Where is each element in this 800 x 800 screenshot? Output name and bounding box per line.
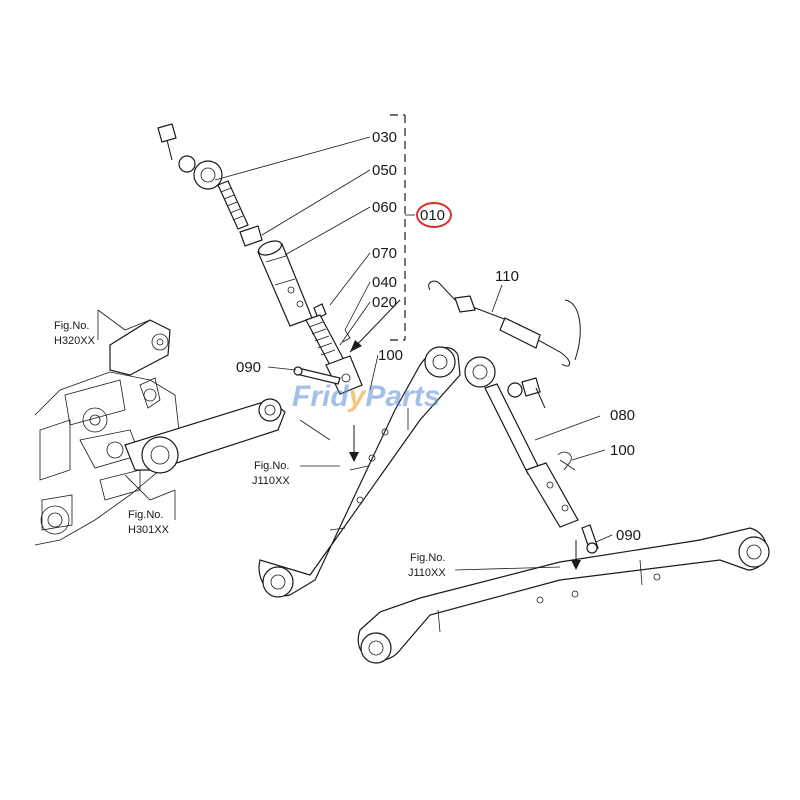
callout-labels: 030 050 060 010 070 040 020 110 100 090 … xyxy=(236,129,641,544)
fig-ref-j110-left-line1: Fig.No. xyxy=(254,460,289,472)
highlight-circle xyxy=(416,202,452,228)
fig-ref-j110-right-line1: Fig.No. xyxy=(410,552,445,564)
fig-ref-j110-right: Fig.No. J110XX xyxy=(408,552,446,579)
lift-rod-080 xyxy=(484,383,541,475)
callout-100-right: 100 xyxy=(610,442,635,459)
tractor-body-drawing xyxy=(34,309,286,546)
fig-ref-h301: Fig.No. H301XX xyxy=(128,509,170,536)
lower-link-right xyxy=(357,527,770,664)
fig-ref-h320-line1: Fig.No. xyxy=(54,320,89,332)
leader-lines xyxy=(97,136,613,571)
stabilizer-spring-110 xyxy=(428,280,581,367)
assembly-arrows xyxy=(299,299,581,570)
fig-ref-h301-line2: H301XX xyxy=(128,524,170,536)
clevis xyxy=(325,355,363,395)
callout-060: 060 xyxy=(372,199,397,216)
fig-ref-h320-line2: H320XX xyxy=(54,335,96,347)
washer xyxy=(178,155,196,173)
callout-090-right: 090 xyxy=(616,527,641,544)
lower-link-left xyxy=(258,346,461,598)
pin-070 xyxy=(313,303,327,319)
callout-010: 010 xyxy=(420,207,445,224)
callout-090-left: 090 xyxy=(236,359,261,376)
bolt-head xyxy=(157,123,177,143)
callout-020: 020 xyxy=(372,294,397,311)
lock-nut xyxy=(239,225,263,247)
fig-ref-h320: Fig.No. H320XX xyxy=(54,320,96,347)
callout-050: 050 xyxy=(372,162,397,179)
callout-080: 080 xyxy=(610,407,635,424)
threaded-rod-050 xyxy=(217,180,249,230)
callout-040: 040 xyxy=(372,274,397,291)
fig-ref-j110-left: Fig.No. J110XX xyxy=(252,460,290,487)
callout-030: 030 xyxy=(372,129,397,146)
assembly-bracket xyxy=(390,114,406,341)
fig-ref-j110-left-line2: J110XX xyxy=(252,475,290,487)
fig-ref-j110-right-line2: J110XX xyxy=(408,567,446,579)
fig-ref-h301-line1: Fig.No. xyxy=(128,509,163,521)
lift-rod-assembly xyxy=(464,356,599,554)
ball-joint-030 xyxy=(193,160,223,190)
callout-070: 070 xyxy=(372,245,397,262)
callout-100-left: 100 xyxy=(378,347,403,364)
top-link-assembly xyxy=(157,123,363,395)
threaded-end-020 xyxy=(305,314,346,368)
callout-110: 110 xyxy=(495,268,519,285)
